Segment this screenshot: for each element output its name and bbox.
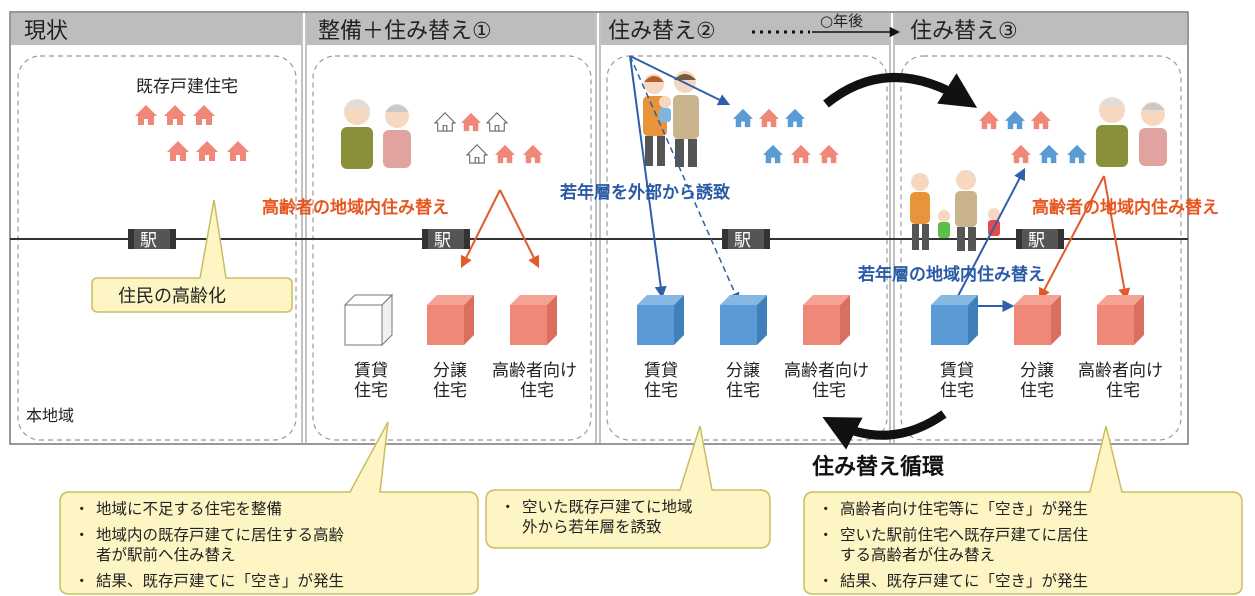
condo-label-1b: 住宅 <box>433 381 467 401</box>
elderly-label-2b: 住宅 <box>812 381 846 401</box>
station-label-1: 駅 <box>434 231 451 251</box>
elderly-couple-icon-3 <box>1096 97 1167 167</box>
note1-line3: 者が駅前へ住み替え <box>96 546 236 564</box>
note3-line2: 空いた駅前住宅へ既存戸建てに居住 <box>840 526 1088 544</box>
rental-label-2a: 賃貸 <box>644 361 678 381</box>
buildings-panel2 <box>637 295 850 345</box>
youth-attraction-label: 若年層を外部から誘致 <box>559 182 731 203</box>
panel-header-2: 住み替え② <box>608 19 716 44</box>
elderly-relocation-label-1: 高齢者の地域内住み替え <box>262 197 449 218</box>
rental-label-1b: 住宅 <box>354 381 388 401</box>
elderly-label-1a: 高齢者向け <box>492 361 577 381</box>
condo-label-3a: 分譲 <box>1020 361 1054 381</box>
area-boxes <box>17 55 1182 441</box>
condo-label-2b: 住宅 <box>726 381 760 401</box>
note-callout-2: ・空いた既存戸建てに地域 外から若年層を誘致 <box>485 425 771 549</box>
elderly-arrows-panel1 <box>460 189 540 269</box>
svg-text:・地域に不足する住宅を整備 ・地域内の既存戸建て: ・地域に不足する住宅を整備 ・地域内の既存戸建てに居住する高齢 者が駅前へ住み替… <box>74 500 349 590</box>
note1-line4: 結果、既存戸建てに「空き」が発生 <box>96 572 344 590</box>
condo-label-2a: 分譲 <box>726 361 760 381</box>
note-callout-3: ・高齢者向け住宅等に「空き」が発生 ・空いた駅前住宅へ既存戸建てに居住 する高齢… <box>803 425 1243 595</box>
aging-callout: 住民の高齢化 <box>91 199 293 313</box>
svg-text:・空いた既存戸建てに地域 外から若年層を誘致: ・空いた既存戸建てに地域 外から若年層を誘致 <box>500 498 697 536</box>
panel-header-bg-1 <box>307 13 595 45</box>
elderly-label-3a: 高齢者向け <box>1078 361 1163 381</box>
youth-arrows-panel2 <box>629 55 740 302</box>
rental-label-3b: 住宅 <box>940 381 974 401</box>
note1-line2: 地域内の既存戸建てに居住する高齢 <box>96 526 345 544</box>
elderly-label-3b: 住宅 <box>1106 381 1140 401</box>
cycle-label: 住み替え循環 <box>812 454 945 480</box>
note2-line2: 外から若年層を誘致 <box>522 518 662 536</box>
young-family-icon-3 <box>910 170 1000 251</box>
rental-label-1a: 賃貸 <box>354 361 388 381</box>
panel-header-0: 現状 <box>24 19 68 44</box>
station-label-3: 駅 <box>1028 231 1045 251</box>
station-label-2: 駅 <box>734 231 751 251</box>
youth-relocation-label: 若年層の地域内住み替え <box>857 264 1045 285</box>
elderly-label-2a: 高齢者向け <box>784 361 869 381</box>
buildings-panel1 <box>343 293 557 347</box>
panel-header-3: 住み替え③ <box>910 19 1018 44</box>
young-family-icon <box>643 71 699 167</box>
note2-line1: 空いた既存戸建てに地域 <box>522 498 693 516</box>
elderly-label-1b: 住宅 <box>520 381 554 401</box>
note-callout-1: ・地域に不足する住宅を整備 ・地域内の既存戸建てに居住する高齢 者が駅前へ住み替… <box>59 421 479 595</box>
time-label: ○年後 <box>820 12 863 30</box>
elderly-couple-icon <box>341 99 411 169</box>
condo-label-3b: 住宅 <box>1020 381 1054 401</box>
building-labels-panel1: 賃貸 住宅 分譲 住宅 高齢者向け 住宅 <box>354 361 577 401</box>
elderly-arrows-panel3 <box>1038 175 1131 301</box>
rental-label-2b: 住宅 <box>644 381 678 401</box>
building-labels-panel3: 賃貸 住宅 分譲 住宅 高齢者向け 住宅 <box>940 361 1163 401</box>
note3-line3: する高齢者が住み替え <box>840 546 995 564</box>
note1-line1: 地域に不足する住宅を整備 <box>96 500 282 518</box>
cycle-arrow-bottom <box>822 410 947 450</box>
panel-header-bg-2 <box>601 13 889 45</box>
station-label-0: 駅 <box>140 231 157 251</box>
panel-dividers <box>301 12 895 444</box>
svg-text:・高齢者向け住宅等に「空き」が発生 ・空いた駅前: ・高齢者向け住宅等に「空き」が発生 ・空いた駅前住宅へ既存戸建てに居住 する高齢… <box>818 500 1093 590</box>
condo-label-1a: 分譲 <box>433 361 467 381</box>
elderly-relocation-label-3: 高齢者の地域内住み替え <box>1032 197 1219 218</box>
panel-header-1: 整備＋住み替え① <box>318 19 492 44</box>
panel-header-bg-3 <box>895 13 1187 45</box>
note3-line4: 結果、既存戸建てに「空き」が発生 <box>840 572 1088 590</box>
panel-header-bg-0 <box>11 13 301 45</box>
building-labels-panel2: 賃貸 住宅 分譲 住宅 高齢者向け 住宅 <box>644 361 869 401</box>
area-label: 本地域 <box>26 406 74 425</box>
buildings-panel3 <box>931 295 1144 345</box>
note3-line1: 高齢者向け住宅等に「空き」が発生 <box>840 500 1088 518</box>
existing-houses-label: 既存戸建住宅 <box>136 77 238 97</box>
aging-callout-text: 住民の高齢化 <box>118 286 226 307</box>
panel-headers: 現状 整備＋住み替え① 住み替え② 住み替え③ <box>11 13 1187 45</box>
rental-label-3a: 賃貸 <box>940 361 974 381</box>
stations: 駅 駅 駅 駅 <box>128 229 1064 251</box>
cycle-arrow-top <box>823 73 978 108</box>
time-arrow: ○年後 <box>752 12 901 38</box>
